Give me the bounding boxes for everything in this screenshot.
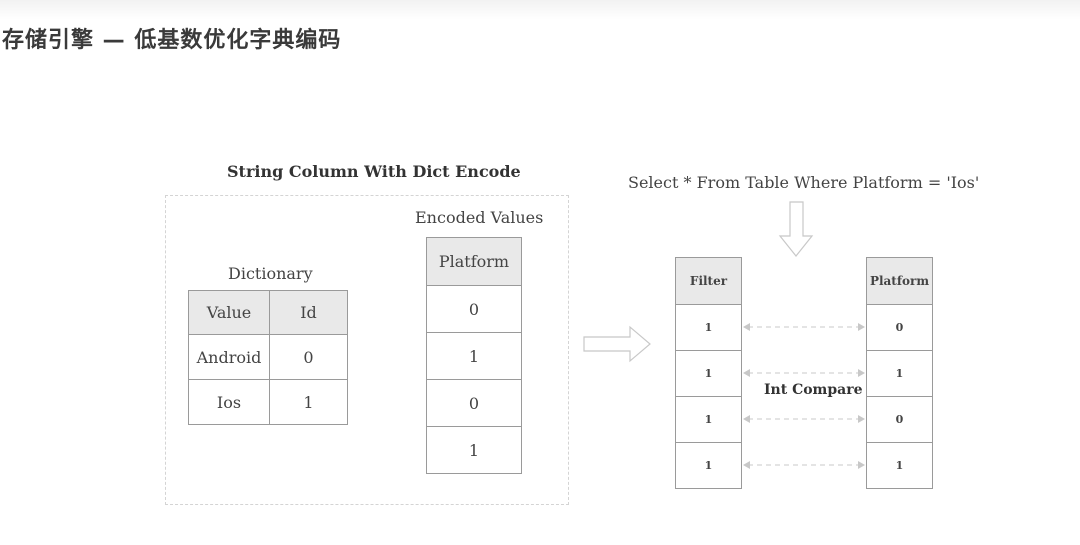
table-row: 1 [675, 442, 742, 489]
platform-cell: 1 [866, 350, 933, 397]
encoded-cell: 1 [426, 332, 522, 380]
top-bar [0, 0, 1080, 20]
table-row: 1 [675, 304, 742, 351]
dict-encode-frame [165, 195, 569, 505]
hollow-right-arrow-icon [583, 325, 651, 363]
table-row: 1 [675, 350, 742, 397]
page-title: 存储引擎 — 低基数优化字典编码 [2, 28, 342, 53]
encoded-header: Platform [426, 237, 522, 286]
int-compare-label: Int Compare [762, 382, 865, 398]
platform-header: Platform [866, 257, 933, 305]
table-row: Android 0 [188, 334, 348, 380]
platform-cell: 0 [866, 304, 933, 351]
dictionary-cell: Android [188, 334, 270, 380]
table-row: 1 [866, 350, 933, 397]
dictionary-table: Value Id Android 0 Ios 1 [188, 290, 348, 425]
encoded-values-table: Platform 0 1 0 1 [426, 237, 522, 474]
dictionary-caption: Dictionary [228, 264, 313, 283]
dictionary-cell: 1 [269, 379, 348, 425]
platform-table: Platform 0 1 0 1 [866, 257, 933, 489]
hollow-down-arrow-icon [778, 201, 814, 257]
platform-cell: 1 [866, 442, 933, 489]
dashed-double-arrow-icon [748, 326, 860, 466]
table-row: 0 [866, 304, 933, 351]
dictionary-cell: Ios [188, 379, 270, 425]
arrow-heads [743, 323, 865, 469]
dictionary-cell: 0 [269, 334, 348, 380]
table-row: 1 [866, 442, 933, 489]
encoded-cell: 0 [426, 285, 522, 333]
query-text: Select * From Table Where Platform = 'Io… [628, 173, 980, 192]
table-row: Ios 1 [188, 379, 348, 425]
filter-header: Filter [675, 257, 742, 305]
filter-cell: 1 [675, 350, 742, 397]
section-title: String Column With Dict Encode [227, 162, 521, 181]
dictionary-header-id: Id [269, 290, 348, 335]
filter-table: Filter 1 1 1 1 [675, 257, 742, 489]
table-row: 0 [866, 396, 933, 443]
filter-cell: 1 [675, 304, 742, 351]
encoded-values-caption: Encoded Values [415, 208, 544, 227]
table-row: 1 [675, 396, 742, 443]
platform-cell: 0 [866, 396, 933, 443]
table-row: 0 [426, 285, 522, 333]
dictionary-header-value: Value [188, 290, 270, 335]
table-row: 1 [426, 426, 522, 474]
encoded-cell: 1 [426, 426, 522, 474]
table-row: 1 [426, 332, 522, 380]
filter-cell: 1 [675, 442, 742, 489]
filter-cell: 1 [675, 396, 742, 443]
